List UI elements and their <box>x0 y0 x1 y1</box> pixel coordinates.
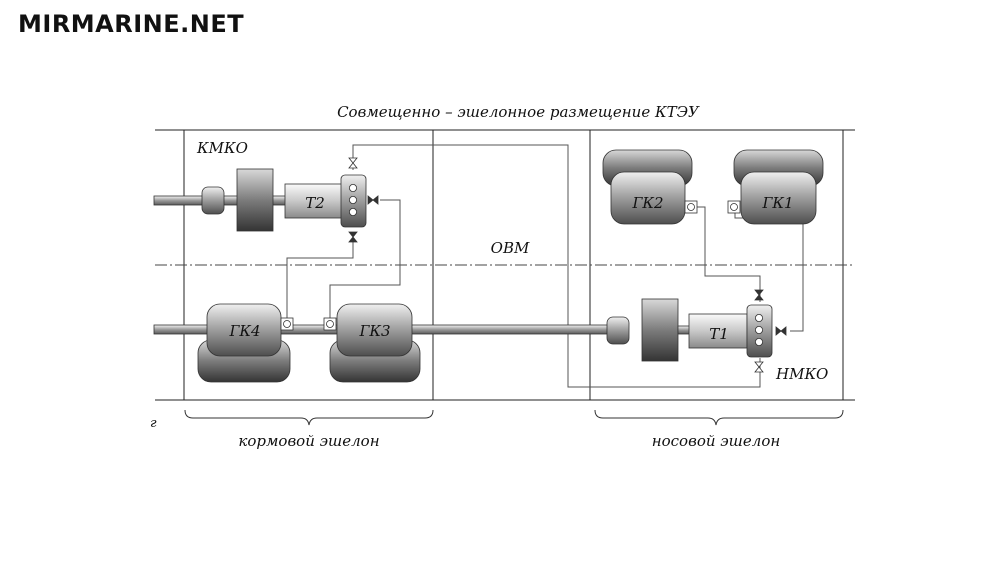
coupling-lower <box>606 316 630 345</box>
valve-icon <box>367 195 379 205</box>
svg-text:ГК3: ГК3 <box>358 322 390 340</box>
valve-icon <box>775 326 787 336</box>
compartment-label-nmko: НМКО <box>775 365 828 383</box>
svg-text:Т1: Т1 <box>709 325 729 343</box>
boiler-gk4: ГК4 <box>197 303 291 383</box>
site-watermark: MIRMARINE.NET <box>18 10 245 38</box>
compartment-label-kmko: КМКО <box>196 139 248 157</box>
coupling-upper <box>201 186 225 215</box>
steam-outlet-gk3 <box>323 317 337 331</box>
brace-fwd-echelon <box>594 409 844 426</box>
valve-icon <box>348 231 358 243</box>
valve-icon <box>754 289 764 301</box>
svg-text:ГК1: ГК1 <box>761 194 793 212</box>
turbine-t2: Т2 <box>284 183 343 219</box>
brace-aft-echelon <box>184 409 434 426</box>
steam-outlet-gk1 <box>727 200 741 214</box>
diagram-title: Совмещенно – эшелонное размещение КТЭУ <box>337 103 700 121</box>
steam-outlet-gk4 <box>280 317 294 331</box>
boiler-gk1: ГК1 <box>733 149 824 225</box>
valve-icon <box>348 157 358 169</box>
echelon-label-fwd: носовой эшелон <box>652 432 780 450</box>
svg-text:ГК4: ГК4 <box>228 322 260 340</box>
gearbox-upper <box>236 168 274 232</box>
turbine-head-t2 <box>340 174 367 228</box>
compartment-label-ovm: ОВМ <box>491 239 530 257</box>
echelon-label-aft: кормовой эшелон <box>238 432 379 450</box>
turbine-head-t1 <box>746 304 773 358</box>
figure-letter: г <box>150 416 157 431</box>
steam-piping <box>286 144 804 388</box>
boiler-gk2: ГК2 <box>602 149 693 225</box>
steam-outlet-gk2 <box>684 200 698 214</box>
valve-icon <box>754 361 764 373</box>
turbine-t1: Т1 <box>688 313 748 349</box>
gearbox-lower <box>641 298 679 362</box>
svg-text:ГК2: ГК2 <box>631 194 663 212</box>
boiler-gk3: ГК3 <box>329 303 421 383</box>
svg-text:Т2: Т2 <box>305 194 325 212</box>
shaft-t1 <box>677 325 691 335</box>
